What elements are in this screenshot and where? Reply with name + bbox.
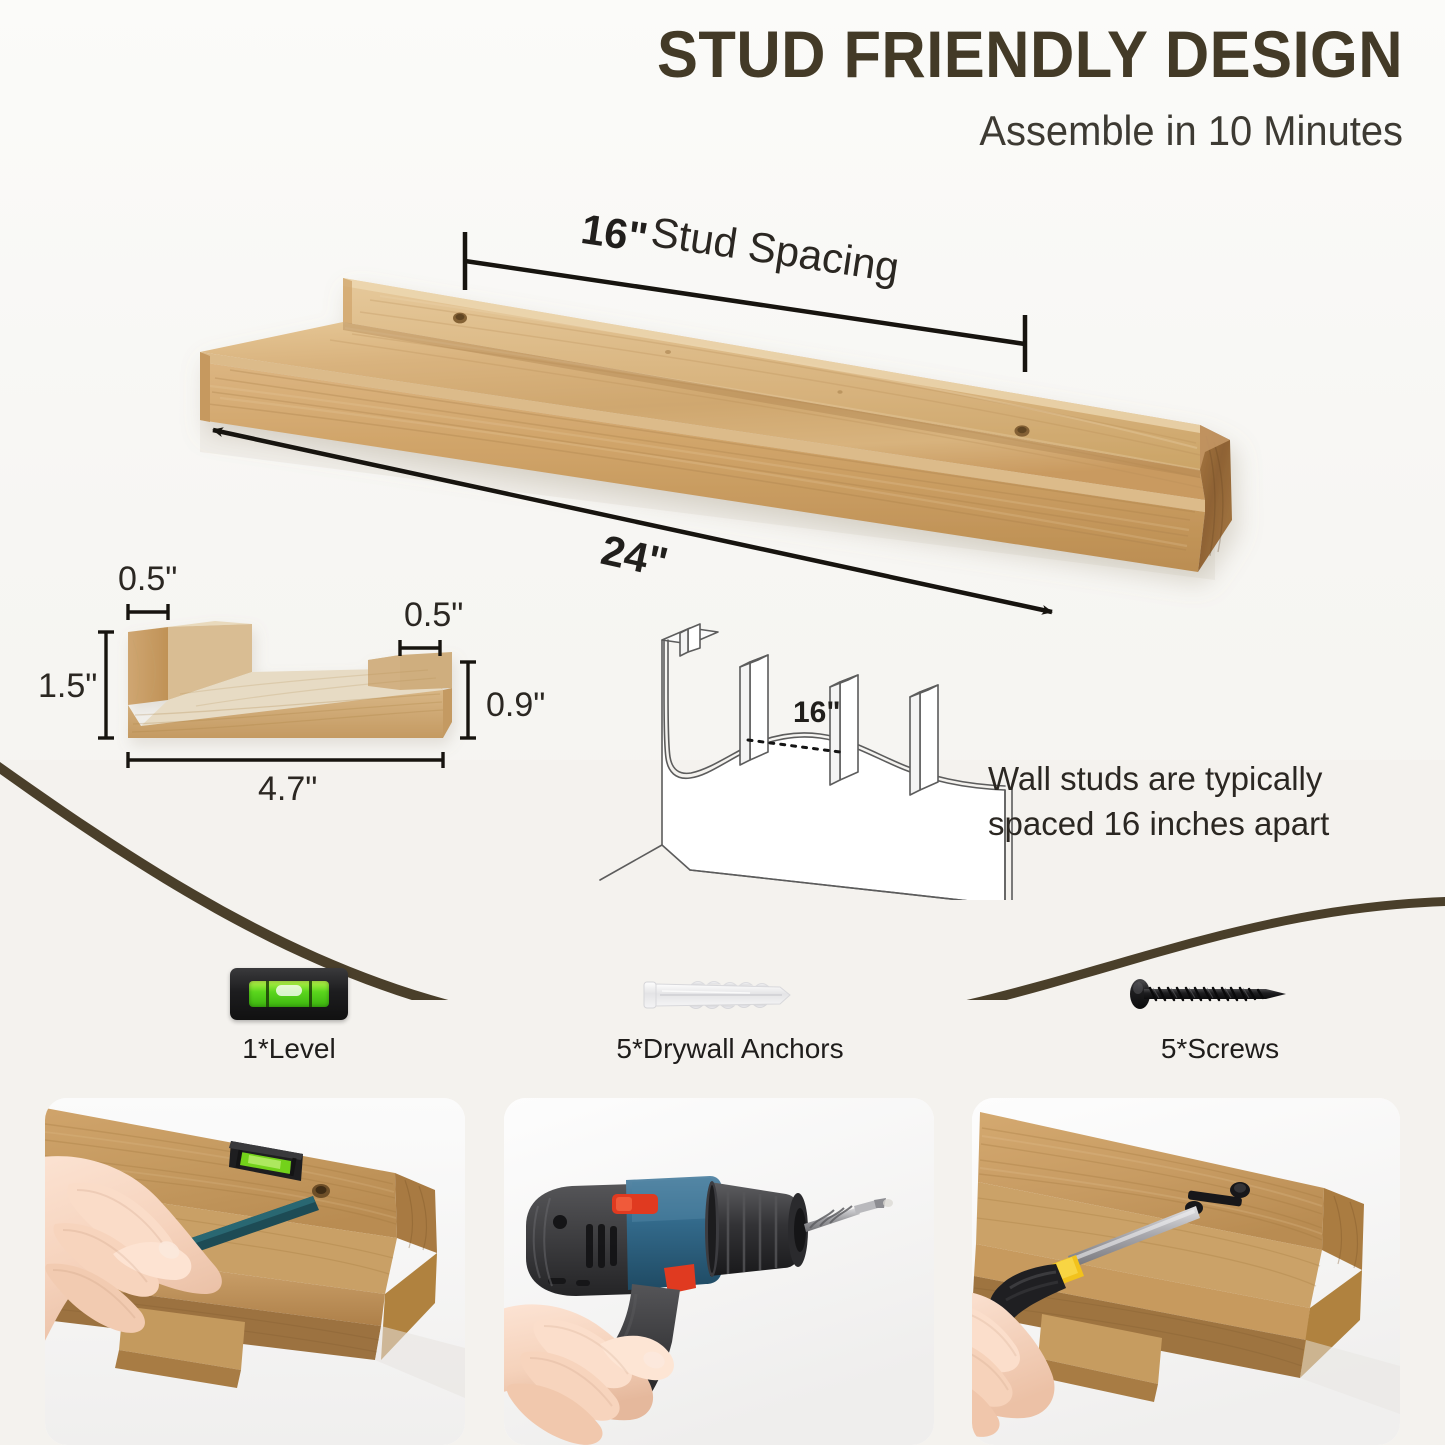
stud-0-partial	[679, 623, 701, 657]
cross-section-lip-right: 0.5"	[404, 596, 464, 634]
wall-stud-diagram	[599, 623, 1013, 900]
stud-spacing-dimension	[462, 232, 1028, 372]
page-title: STUD FRIENDLY DESIGN	[657, 17, 1403, 91]
screw-icon	[1055, 963, 1385, 1025]
stud-note-line-1: Wall studs are typically	[988, 760, 1323, 797]
cross-section-height-right: 0.9"	[486, 686, 546, 724]
hardware-label-drywall-anchors: 5*Drywall Anchors	[616, 1033, 844, 1064]
drill-bit	[804, 1198, 886, 1232]
cross-section-height-left: 1.5"	[38, 667, 98, 705]
hardware-item-level: 1*Level	[124, 963, 454, 1065]
photo-drive-screw	[972, 1098, 1400, 1445]
level-icon	[124, 963, 454, 1025]
stud-2	[829, 674, 859, 786]
hero-illustration	[98, 232, 1232, 900]
hardware-label-level: 1*Level	[242, 1033, 336, 1064]
page-subtitle: Assemble in 10 Minutes	[979, 107, 1403, 155]
header: STUD FRIENDLY DESIGN Assemble in 10 Minu…	[0, 17, 1445, 155]
stud-3	[909, 684, 939, 796]
hand	[504, 1304, 674, 1445]
photo-mark-with-pencil	[45, 1098, 465, 1445]
cross-section-dimensions	[98, 604, 476, 768]
shelf-length-dimension	[212, 427, 1053, 615]
hardware-item-screws: 5*Screws	[1055, 963, 1385, 1065]
photo-row	[0, 1098, 1445, 1445]
stud-spacing-value: 16"	[578, 205, 651, 262]
hardware-row: 1*Level	[0, 955, 1445, 1090]
stud-diagram-spacing-label: 16"	[793, 696, 841, 729]
hardware-label-screws: 5*Screws	[1160, 1033, 1280, 1064]
hand	[45, 1156, 222, 1341]
cross-section-depth: 4.7"	[258, 770, 318, 808]
stud-note-line-2: spaced 16 inches apart	[988, 805, 1330, 842]
stud-1	[739, 654, 769, 766]
shelf-product	[200, 278, 1232, 572]
drywall-anchor-icon	[565, 963, 895, 1025]
photo-drill-hole	[504, 1098, 934, 1445]
screwdriver	[973, 1206, 1200, 1345]
level-on-shelf	[229, 1141, 303, 1181]
hand	[972, 1292, 1055, 1437]
cross-section-lip-left: 0.5"	[118, 560, 178, 598]
cross-section-diagram	[128, 621, 452, 738]
hardware-item-drywall-anchors: 5*Drywall Anchors	[565, 963, 895, 1065]
